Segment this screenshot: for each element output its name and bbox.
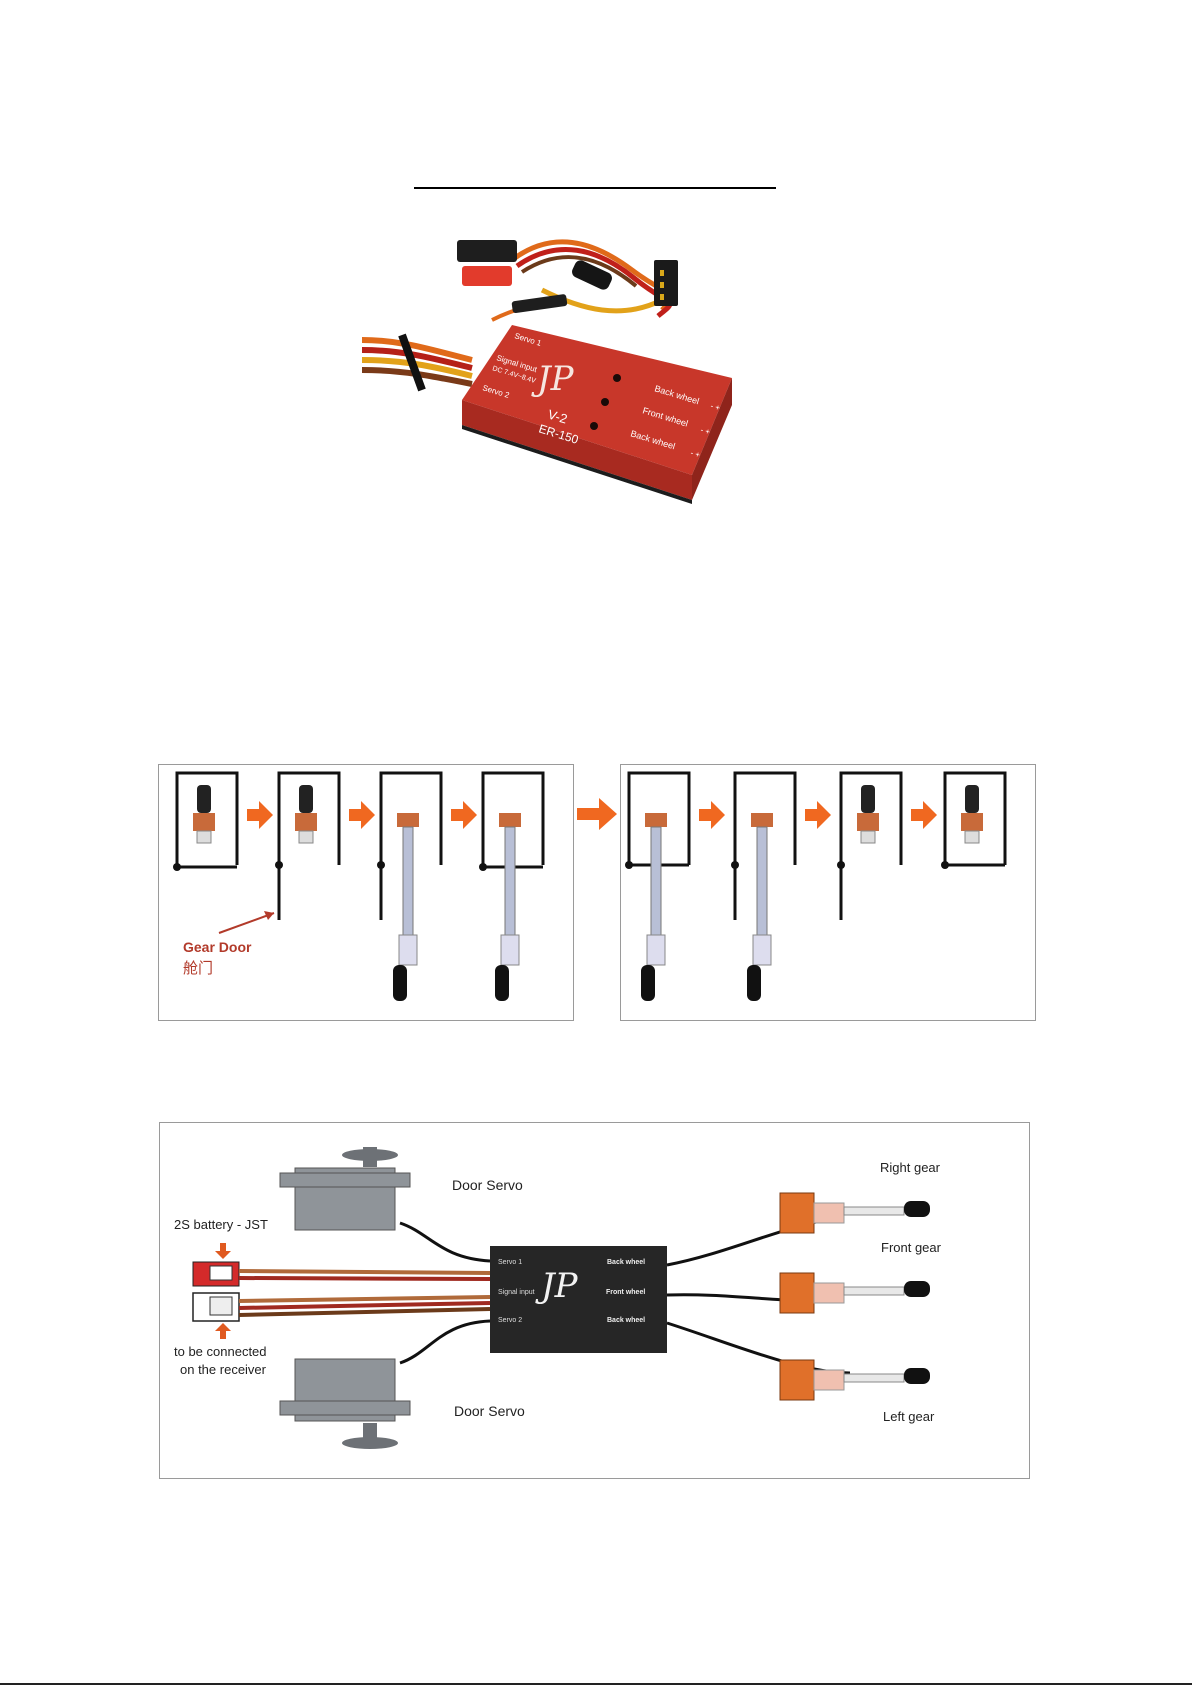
receiver-label-line2: on the receiver	[180, 1362, 266, 1377]
arrow-icon	[349, 801, 375, 829]
receiver-label-line1: to be connected	[174, 1344, 267, 1359]
right-gear-icon	[780, 1193, 930, 1233]
front-gear-label: Front gear	[881, 1240, 941, 1255]
extend-sequence-figure	[621, 765, 1037, 1022]
wiring-diagram-figure	[160, 1123, 1031, 1480]
controller-port-back-wheel-2: Back wheel	[607, 1317, 645, 1324]
controller-port-back-wheel-1: Back wheel	[607, 1259, 645, 1266]
arrow-down-icon	[215, 1243, 231, 1259]
battery-connector-icon	[193, 1262, 239, 1286]
left-gear-icon	[780, 1360, 930, 1400]
right-gear-label: Right gear	[880, 1160, 940, 1175]
jr-connector-black	[457, 240, 517, 262]
front-gear-icon	[780, 1273, 930, 1313]
controller-port-servo2: Servo 2	[498, 1317, 522, 1324]
extend-sequence-panel	[620, 764, 1036, 1021]
gear-door-label: Gear Door	[183, 939, 251, 955]
door-servo-top-icon	[280, 1147, 410, 1230]
controller-logo: JP	[541, 1266, 578, 1306]
title-underline	[414, 187, 776, 189]
left-gear-label: Left gear	[883, 1409, 934, 1424]
controller-port-signal: Signal input	[498, 1289, 535, 1296]
controller-port-servo1: Servo 1	[498, 1259, 522, 1266]
receiver-connector-icon	[193, 1293, 239, 1321]
arrow-up-icon	[215, 1323, 231, 1339]
gear-door-label-cn: 舱门	[183, 957, 213, 978]
servo-plug	[654, 260, 678, 306]
retract-sequence-figure	[159, 765, 575, 1022]
battery-label: 2S battery - JST	[174, 1217, 268, 1232]
arrow-icon	[577, 798, 617, 830]
arrow-icon	[451, 801, 477, 829]
wiring-diagram-panel: Door Servo Door Servo 2S battery - JST t…	[159, 1122, 1030, 1479]
retract-sequence-panel: Gear Door 舱门	[158, 764, 574, 1021]
arrow-icon	[805, 801, 831, 829]
jst-connector-red	[462, 266, 512, 286]
arrow-icon	[699, 801, 725, 829]
door-servo-bottom-label: Door Servo	[454, 1403, 525, 1419]
product-photo: JP V-2 ER-150 Servo 1 Signal input DC 7.…	[362, 200, 822, 550]
arrow-icon	[911, 801, 937, 829]
controller-port-front-wheel: Front wheel	[606, 1289, 645, 1296]
door-servo-bottom-icon	[280, 1359, 410, 1449]
door-servo-top-label: Door Servo	[452, 1177, 523, 1193]
arrow-icon	[247, 801, 273, 829]
